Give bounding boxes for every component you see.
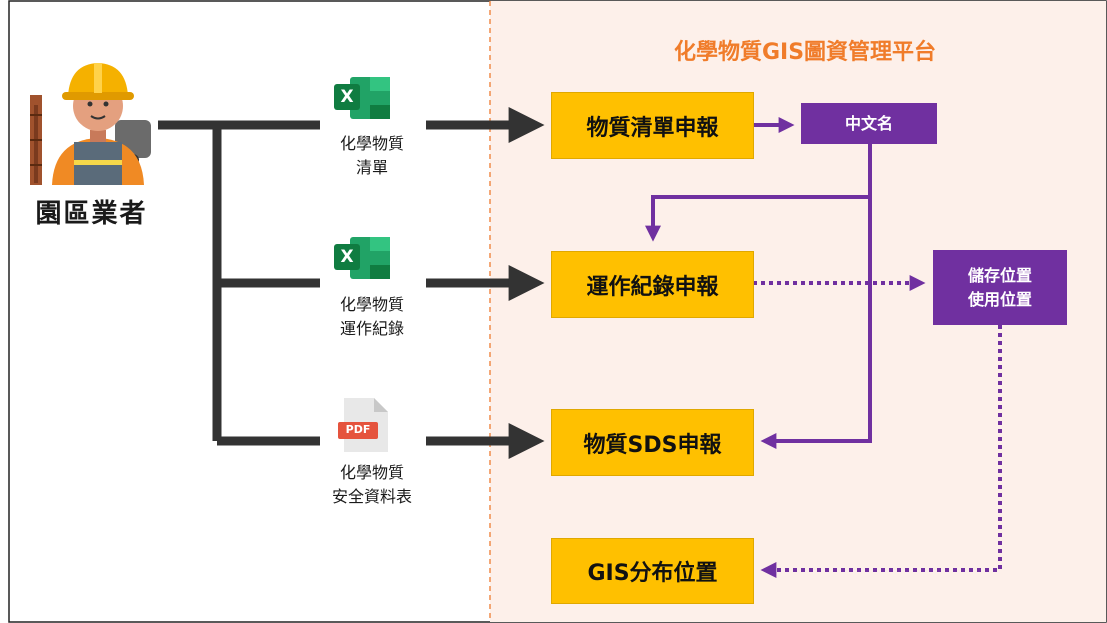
file-label-operation: 化學物質 運作紀錄 (307, 293, 437, 341)
excel-badge-2: X (340, 247, 354, 267)
file-label-sds: 化學物質 安全資料表 (307, 461, 437, 509)
arrow-name-to-operation (645, 144, 872, 242)
actor-trunk (158, 120, 320, 446)
pdf-badge: PDF (345, 423, 371, 436)
storage-location-label: 儲存位置 (967, 265, 1032, 285)
file-label-line1: 化學物質 (339, 295, 404, 314)
operation-report-box: 運作紀錄申報 (551, 251, 754, 318)
construction-worker-icon (30, 63, 151, 185)
gis-location-box: GIS分布位置 (551, 538, 754, 604)
actor-label: 園區業者 (35, 199, 148, 229)
excel-badge-1: X (340, 87, 354, 107)
platform-title: 化學物質GIS圖資管理平台 (673, 40, 937, 65)
arrow-location-to-gis (760, 325, 1002, 578)
usage-location-label: 使用位置 (967, 289, 1032, 309)
pdf-icon (338, 398, 388, 452)
file-label-line2: 運作紀錄 (339, 319, 404, 338)
arrow-name-to-sds (760, 197, 872, 449)
file-label-inventory: 化學物質 清單 (307, 132, 437, 180)
inventory-report-box: 物質清單申報 (551, 92, 754, 159)
chinese-name-label: 中文名 (844, 113, 893, 133)
file-label-line2: 清單 (355, 158, 388, 177)
excel-icon-1 (334, 77, 390, 119)
file-label-line1: 化學物質 (339, 134, 404, 153)
file-label-line1: 化學物質 (339, 463, 404, 482)
excel-icon-2 (334, 237, 390, 279)
chinese-name-box: 中文名 (801, 103, 937, 144)
location-box: 儲存位置 使用位置 (933, 250, 1067, 325)
sds-report-box: 物質SDS申報 (551, 409, 754, 476)
file-label-line2: 安全資料表 (331, 487, 412, 506)
